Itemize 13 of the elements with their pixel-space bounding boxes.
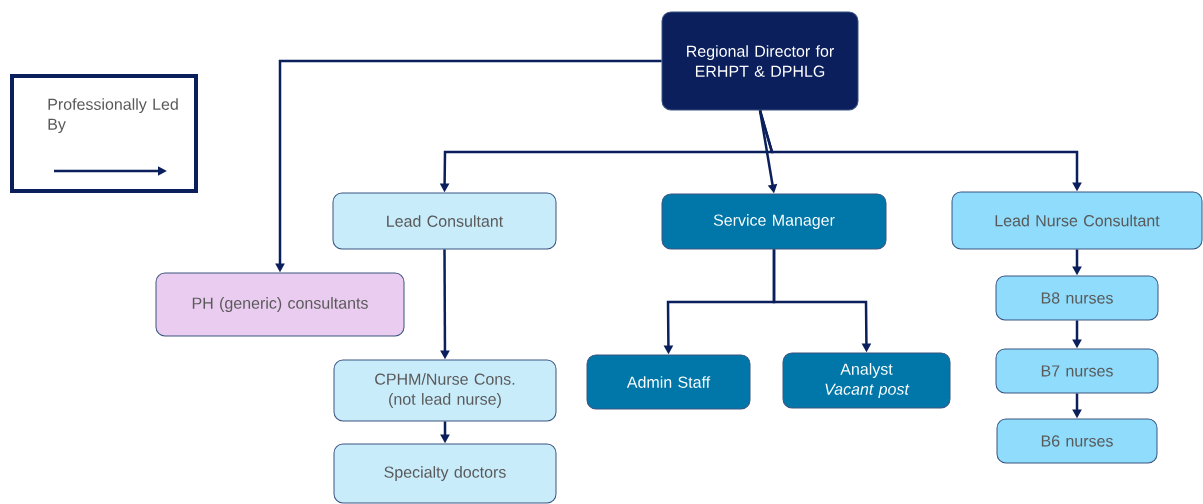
org-box: Lead Consultant [332,192,557,250]
legend-text: Professionally Led By [48,98,178,134]
org-box: B8 nurses [995,275,1159,321]
org-box: Service Manager [661,193,887,250]
org-box: Specialty doctors [333,443,557,504]
org-box: Regional Director for ERHPT & DPHLG [661,11,859,111]
org-box: Lead Nurse Consultant [951,191,1203,250]
org-box: Admin Staff [586,354,751,410]
org-box: Analyst Vacant post [782,352,951,409]
org-box: CPHM/Nurse Cons. (not lead nurse) [333,359,557,422]
org-box: B6 nurses [996,418,1158,464]
org-box: PH (generic) consultants [155,272,405,337]
org-box: B7 nurses [995,348,1159,394]
